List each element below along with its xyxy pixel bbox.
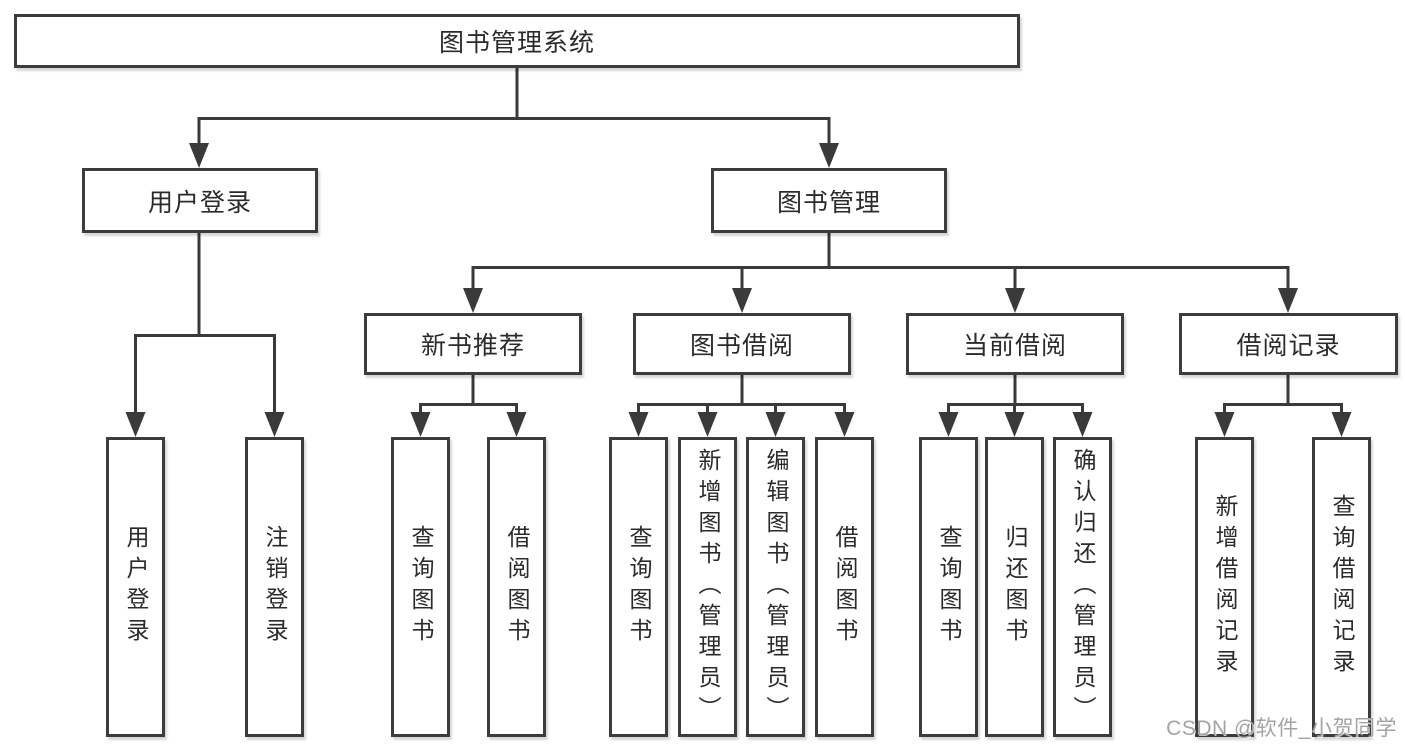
arrowhead (1278, 288, 1298, 313)
leaf-return-books: 归还图书 (985, 437, 1044, 737)
leaf-query-books-borrowing: 查询图书 (609, 437, 668, 737)
leaf-return-books-label: 归还图书 (1002, 525, 1028, 649)
leaf-query-books-current: 查询图书 (919, 437, 978, 737)
node-current-borrowing: 当前借阅 (906, 313, 1124, 375)
leaf-query-books-recommend-label: 查询图书 (408, 525, 434, 649)
leaf-logout: 注销登录 (245, 437, 304, 737)
leaf-edit-books-admin: 编辑图书（管理员） (746, 437, 805, 737)
leaf-confirm-return-admin-label: 确认归还（管理员） (1070, 447, 1096, 727)
arrowhead (732, 288, 752, 313)
leaf-borrow-books-recommend-label: 借阅图书 (504, 525, 530, 649)
arrowhead (834, 412, 855, 437)
node-borrow-records: 借阅记录 (1179, 313, 1398, 375)
arrowhead (125, 412, 146, 437)
leaf-add-books-admin-label: 新增图书（管理员） (695, 447, 721, 727)
node-current-borrowing-label: 当前借阅 (962, 332, 1067, 360)
arrowhead (1214, 412, 1235, 437)
arrowhead (506, 412, 527, 437)
node-book-mgmt: 图书管理 (711, 168, 947, 233)
node-book-mgmt-label: 图书管理 (776, 188, 881, 217)
leaf-edit-books-admin-label: 编辑图书（管理员） (763, 447, 789, 727)
arrowhead (1004, 412, 1025, 437)
arrowhead (1331, 412, 1352, 437)
node-root: 图书管理系统 (14, 14, 1020, 68)
leaf-query-books-recommend: 查询图书 (391, 437, 450, 737)
arrowhead (1072, 412, 1093, 437)
leaf-confirm-return-admin: 确认归还（管理员） (1053, 437, 1112, 737)
node-book-borrowing: 图书借阅 (633, 313, 851, 375)
node-new-book-recommend: 新书推荐 (364, 313, 582, 375)
node-root-label: 图书管理系统 (438, 29, 595, 57)
arrowheads (125, 143, 1352, 437)
arrowhead (189, 143, 209, 168)
connector-strokes (134, 67, 1343, 413)
leaf-query-books-borrowing-label: 查询图书 (626, 525, 652, 649)
node-book-borrowing-label: 图书借阅 (689, 332, 794, 360)
leaf-borrow-books-label: 借阅图书 (832, 525, 858, 649)
arrowhead (463, 288, 483, 313)
arrowhead (264, 412, 285, 437)
leaf-borrow-books: 借阅图书 (815, 437, 874, 737)
leaf-query-borrow-record: 查询借阅记录 (1312, 437, 1371, 737)
node-user-login: 用户登录 (82, 168, 318, 233)
leaf-user-login: 用户登录 (106, 437, 165, 737)
watermark: CSDN @软件_小贺同学 (1166, 717, 1397, 740)
leaf-query-books-current-label: 查询图书 (936, 525, 962, 649)
arrowhead (628, 412, 649, 437)
arrowhead (819, 143, 839, 168)
node-new-book-recommend-label: 新书推荐 (420, 332, 525, 360)
arrowhead (765, 412, 786, 437)
node-user-login-label: 用户登录 (147, 188, 252, 217)
leaf-borrow-books-recommend: 借阅图书 (487, 437, 546, 737)
leaf-add-books-admin: 新增图书（管理员） (678, 437, 737, 737)
arrowhead (410, 412, 431, 437)
arrowhead (938, 412, 959, 437)
node-borrow-records-label: 借阅记录 (1236, 332, 1341, 360)
leaf-logout-label: 注销登录 (262, 525, 288, 649)
leaf-add-borrow-record: 新增借阅记录 (1195, 437, 1254, 737)
leaf-add-borrow-record-label: 新增借阅记录 (1212, 494, 1238, 680)
leaf-user-login-label: 用户登录 (123, 525, 149, 649)
arrowhead (697, 412, 718, 437)
arrowhead (1005, 288, 1025, 313)
leaf-query-borrow-record-label: 查询借阅记录 (1329, 494, 1355, 680)
